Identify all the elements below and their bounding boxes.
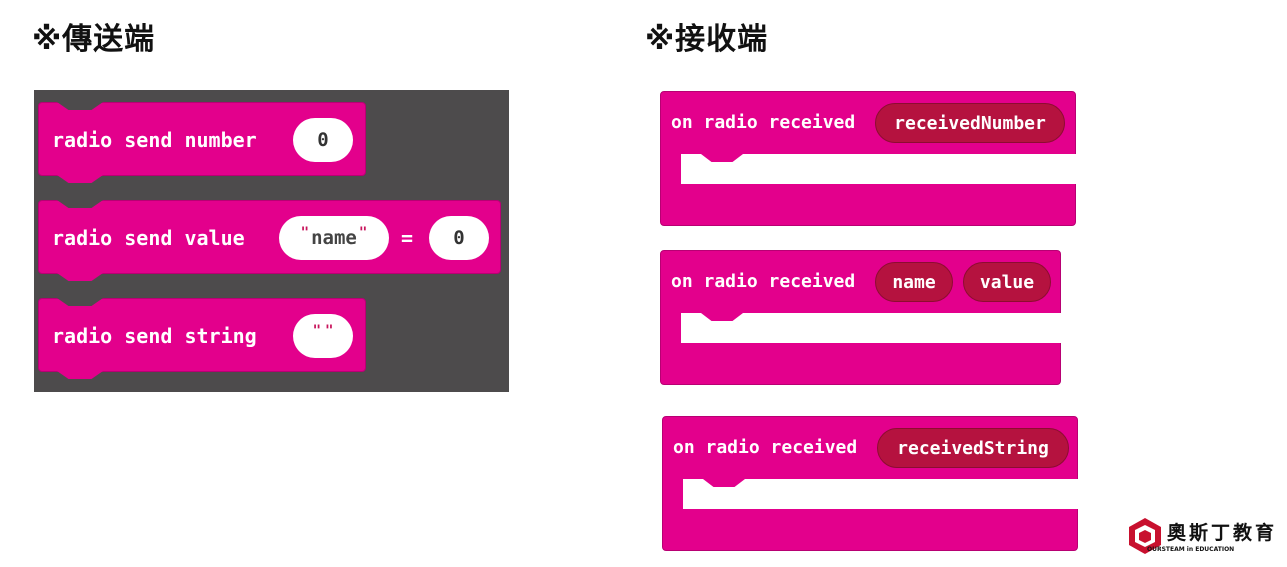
event-label: on radio received [671,112,856,133]
string-input[interactable]: " " [293,314,353,358]
radio-send-value-block[interactable]: radio send value " name " = 0 [38,200,501,274]
equals-sign: = [401,226,414,250]
brand-logo: 奧斯丁教育 OURSTEAM in EDUCATION [1125,514,1287,564]
statement-slot [681,313,1062,343]
receiver-heading: ※接收端 [645,22,769,57]
block-label: radio send value [52,226,245,250]
sender-heading: ※傳送端 [32,22,156,57]
on-radio-received-number-block[interactable]: on radio received receivedNumber [660,91,1077,226]
value-variable[interactable]: value [963,262,1051,302]
name-variable[interactable]: name [875,262,953,302]
statement-slot [683,479,1079,509]
name-string-value: name [311,227,357,249]
received-number-variable[interactable]: receivedNumber [875,103,1065,143]
on-radio-received-value-block[interactable]: on radio received name value [660,250,1062,385]
block-label: radio send number [52,128,257,152]
received-string-variable[interactable]: receivedString [877,428,1069,468]
on-radio-received-string-block[interactable]: on radio received receivedString [662,416,1079,551]
logo-icon [1129,518,1161,554]
logo-subtitle: OURSTEAM in EDUCATION [1147,546,1235,553]
name-string-input[interactable]: " name " [279,216,389,260]
logo-title: 奧斯丁教育 [1167,522,1278,544]
block-label: radio send string [52,324,257,348]
number-value: 0 [317,129,329,151]
event-label: on radio received [673,437,858,458]
number-input[interactable]: 0 [293,118,353,162]
radio-send-number-block[interactable]: radio send number 0 [38,102,366,176]
radio-send-string-block[interactable]: radio send string " " [38,298,366,372]
statement-slot [681,154,1077,184]
value-number: 0 [453,227,465,249]
sender-workspace: radio send number 0 radio send value " n… [34,90,509,392]
event-label: on radio received [671,271,856,292]
value-number-input[interactable]: 0 [429,216,489,260]
